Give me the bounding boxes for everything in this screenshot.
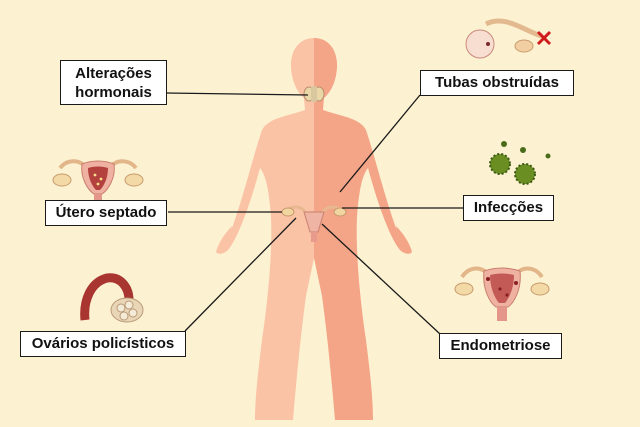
body-left-half xyxy=(216,38,314,420)
thyroid-gland-icon xyxy=(303,86,325,102)
label-septate-uterus: Útero septado xyxy=(45,200,167,226)
connector-lines xyxy=(165,92,464,335)
blocked-fallopian-tube-icon xyxy=(465,18,552,59)
label-endometriosis: Endometriose xyxy=(439,333,562,359)
label-hormonal-changes: Alterações hormonais xyxy=(60,60,167,105)
right-hand xyxy=(396,226,412,253)
left-hand xyxy=(216,226,232,253)
connector-polycystic xyxy=(184,217,297,332)
body-right-half xyxy=(314,38,412,420)
label-infections: Infecções xyxy=(463,195,554,221)
human-body-figure xyxy=(216,38,412,420)
endometriosis-uterus-icon xyxy=(454,266,550,321)
label-polycystic-ovaries: Ovários policísticos xyxy=(20,331,186,357)
bacteria-icon xyxy=(489,141,551,185)
label-hormonal-line2: hormonais xyxy=(75,83,152,101)
connector-tubes xyxy=(339,94,421,193)
label-hormonal-line1: Alterações xyxy=(75,64,152,82)
connector-hormonal xyxy=(165,92,309,96)
polycystic-ovary-icon xyxy=(80,273,144,323)
connector-endometriosis xyxy=(321,223,441,335)
septate-uterus-icon xyxy=(52,159,144,204)
label-blocked-tubes: Tubas obstruídas xyxy=(420,70,574,96)
